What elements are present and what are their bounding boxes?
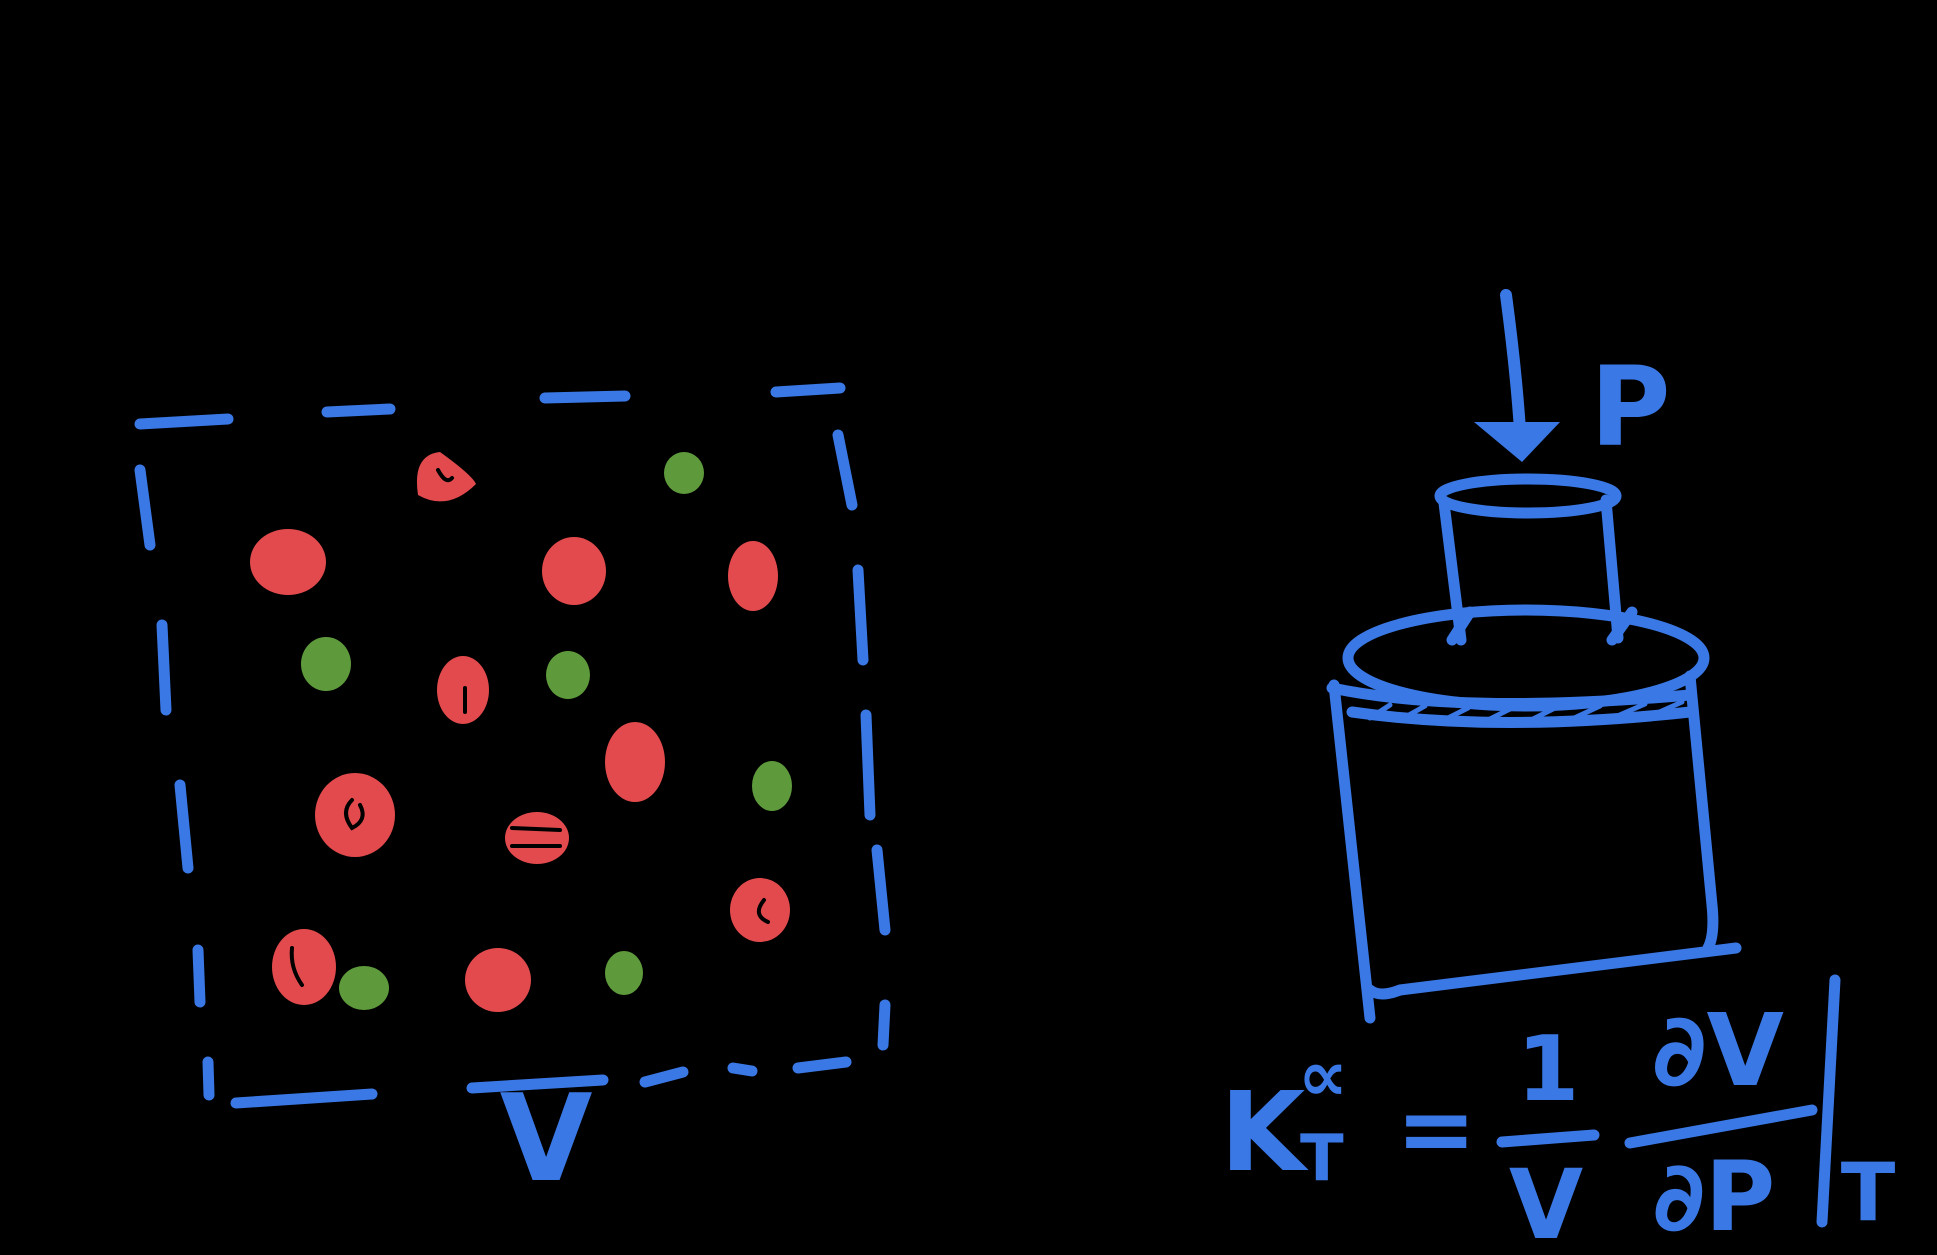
red-particle [315, 773, 395, 857]
green-particle [605, 951, 643, 995]
cylinder [1326, 604, 1742, 1024]
fraction2-denominator: ∂P [1653, 1141, 1776, 1253]
pressure-arrow [1474, 289, 1560, 462]
red-particle [250, 529, 326, 595]
cylinder-hatching [1367, 699, 1685, 727]
red-particle [605, 722, 665, 802]
equation-lhs-subscript: T [1300, 1122, 1344, 1196]
red-particle [416, 452, 476, 502]
fraction1-denominator: V [1509, 1149, 1583, 1255]
compressibility-equation: K ∝ T = 1 V ∂V ∂P T [1220, 974, 1896, 1255]
volume-label: V [500, 1070, 593, 1209]
red-particle [542, 537, 606, 605]
red-particles [250, 452, 790, 1012]
red-particle [505, 812, 569, 864]
red-particle [728, 541, 778, 611]
piston-diagram: P [1326, 289, 1742, 1024]
equation-lhs-symbol: K [1220, 1068, 1309, 1196]
fraction2-bar [1624, 1104, 1818, 1149]
evaluation-bar [1816, 974, 1841, 1228]
fraction1-numerator: 1 [1517, 1017, 1580, 1122]
green-particle [752, 761, 792, 811]
pressure-label: P [1590, 343, 1671, 471]
green-particle [301, 637, 351, 691]
equation-equals: = [1396, 1073, 1476, 1185]
arrow-head [1474, 422, 1560, 462]
green-particle [664, 452, 704, 494]
evaluation-subscript: T [1841, 1146, 1896, 1239]
dashed-boundary [134, 382, 891, 1109]
green-particle [546, 651, 590, 699]
red-particle [465, 948, 531, 1012]
equation-lhs-superscript: ∝ [1298, 1035, 1348, 1117]
fraction2-numerator: ∂V [1652, 992, 1784, 1109]
red-particle [272, 929, 336, 1005]
particle-scribbles [289, 468, 770, 987]
volume-box-diagram: V [134, 382, 891, 1209]
green-particles [301, 452, 792, 1010]
green-particle [339, 966, 389, 1010]
fraction1-bar [1496, 1129, 1600, 1148]
